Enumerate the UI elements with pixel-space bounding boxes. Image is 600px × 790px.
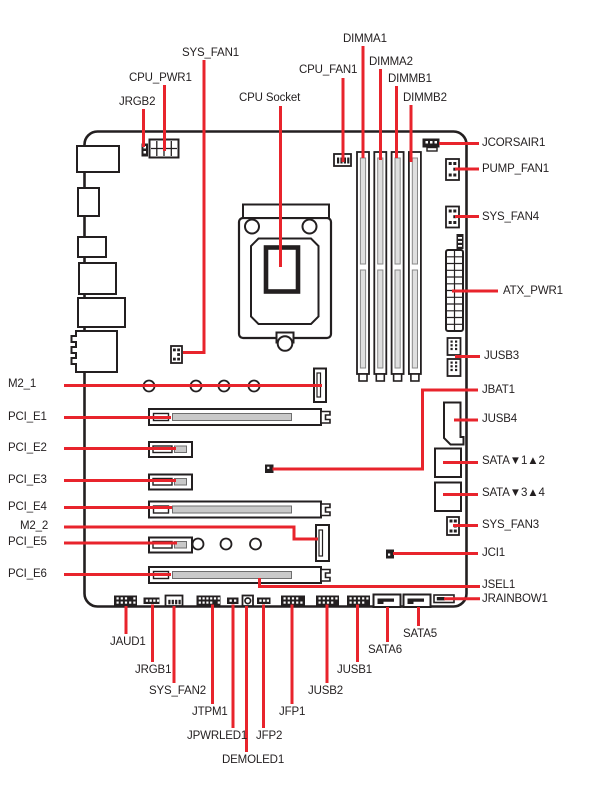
label-jrgb1: JRGB1 [135, 664, 172, 676]
label-jusb1: JUSB1 [337, 664, 373, 676]
jfp1-connector [281, 595, 305, 606]
pci-e1-slot [148, 408, 331, 426]
label-sata6: SATA6 [368, 644, 402, 656]
jtpm1-connector [196, 595, 221, 606]
label-sata12: SATA▼1▲2 [482, 455, 545, 467]
label-dimmb1: DIMMB1 [388, 73, 432, 85]
label-m2-2: M2_2 [20, 520, 49, 532]
dimm-slot-b2 [407, 151, 422, 382]
label-jfp2: JFP2 [256, 730, 283, 742]
label-cpu-socket: CPU Socket [239, 92, 301, 104]
label-jcorsair1: JCORSAIR1 [482, 137, 546, 149]
label-sys-fan3: SYS_FAN3 [482, 519, 539, 531]
label-jusb3: JUSB3 [484, 350, 520, 362]
small-header-above-atx [456, 234, 464, 249]
label-m2-1: M2_1 [8, 378, 37, 390]
leader-lines [64, 46, 498, 752]
label-pci-e2: PCI_E2 [8, 442, 47, 454]
jusb1-connector [347, 595, 370, 606]
jusb4-connector [443, 401, 465, 446]
leader-m2-2 [64, 525, 318, 541]
sata5-connector [402, 593, 432, 608]
label-jsel1: JSEL1 [482, 579, 516, 591]
label-sata5: SATA5 [403, 628, 437, 640]
label-pci-e6: PCI_E6 [8, 568, 47, 580]
label-demoled1: DEMOLED1 [222, 754, 285, 766]
bottom-connectors [114, 593, 455, 608]
label-jci1: JCI1 [482, 547, 506, 559]
jrgb2-connector [141, 143, 148, 157]
label-pump-fan1: PUMP_FAN1 [482, 163, 550, 175]
dimm-slot-b1 [390, 151, 405, 382]
label-pci-e5: PCI_E5 [8, 536, 47, 548]
label-cpu-fan1: CPU_FAN1 [299, 64, 358, 76]
label-jpwrled1: JPWRLED1 [187, 730, 248, 742]
sys-fan2-connector [164, 594, 184, 607]
jbat1-jumper [265, 464, 274, 473]
label-pci-e3: PCI_E3 [8, 474, 47, 486]
label-dimma1: DIMMA1 [343, 33, 387, 45]
dimm-slot-a1 [356, 151, 370, 382]
sata34-connector [434, 481, 462, 512]
label-atx-pwr1: ATX_PWR1 [503, 285, 563, 297]
pci-e5-slot [148, 536, 193, 554]
label-sata34: SATA▼3▲4 [482, 487, 545, 499]
label-pci-e4: PCI_E4 [8, 501, 47, 513]
jcorsair1-connector [422, 138, 440, 152]
jpwrled1-connector [227, 597, 239, 604]
label-cpu-pwr1: CPU_PWR1 [129, 72, 192, 84]
pci-e2-slot [148, 441, 193, 458]
leader-sys-fan1 [183, 60, 206, 354]
label-sys-fan4: SYS_FAN4 [482, 211, 539, 223]
cpu-socket-drawing [237, 203, 333, 352]
jusb2-connector [316, 595, 339, 606]
label-jusb4: JUSB4 [482, 413, 518, 425]
label-sys-fan1: SYS_FAN1 [182, 47, 239, 59]
leader-jsel1 [258, 578, 480, 588]
label-dimma2: DIMMA2 [369, 56, 413, 68]
leader-jbat1 [272, 388, 478, 471]
pump-fan1-connector [445, 158, 460, 181]
pci-e6-slot [148, 566, 331, 584]
jusb3-connector [446, 337, 462, 377]
label-jusb2: JUSB2 [308, 685, 344, 697]
dimm-slots [356, 151, 422, 382]
audio-io-block [70, 330, 118, 373]
label-jtpm1: JTPM1 [192, 706, 228, 718]
sys-fan1-connector [170, 345, 183, 364]
sata6-connector [372, 593, 402, 608]
label-jaud1: JAUD1 [110, 636, 146, 648]
jci1-jumper [386, 549, 394, 559]
jfp2-connector [257, 597, 271, 604]
label-jrgb2: JRGB2 [119, 96, 156, 108]
pci-e4-slot [148, 500, 331, 519]
label-dimmb2: DIMMB2 [403, 92, 447, 104]
demoled1-connector [241, 594, 254, 607]
m2-2-slot [191, 524, 330, 562]
label-pci-e1: PCI_E1 [8, 411, 47, 423]
label-jfp1: JFP1 [279, 706, 306, 718]
label-jbat1: JBAT1 [482, 384, 515, 396]
label-jrainbow1: JRAINBOW1 [482, 593, 548, 605]
jaud1-connector [114, 595, 137, 606]
label-sys-fan2: SYS_FAN2 [149, 685, 206, 697]
dimm-slot-a2 [373, 151, 388, 382]
jrgb1-connector [143, 597, 160, 604]
rear-io-blocks [70, 145, 126, 373]
